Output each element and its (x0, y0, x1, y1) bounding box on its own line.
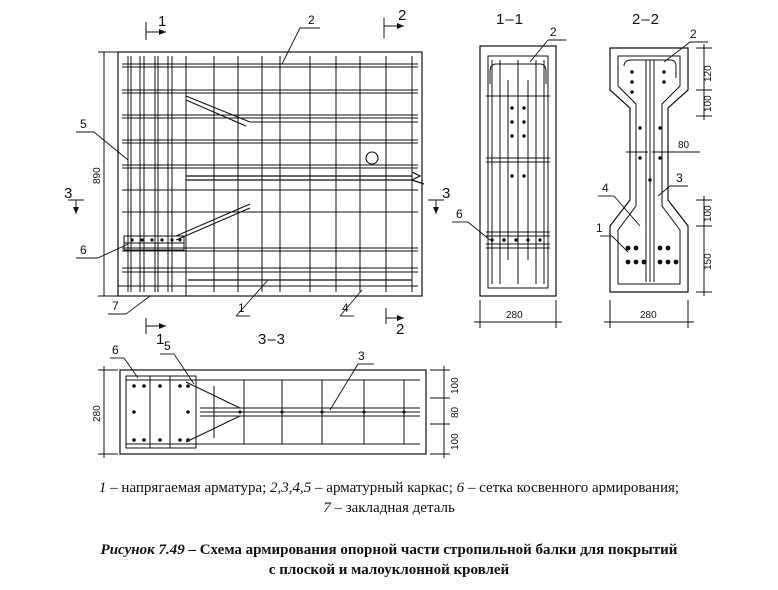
sec22-dim-80: 80 (678, 140, 690, 151)
legend-4-number: 7 (323, 500, 331, 516)
legend-2-number: 2,3,4,5 (270, 480, 312, 496)
main-elevation (117, 51, 425, 297)
sec22-dim-100-bottom: 100 (703, 205, 714, 222)
legend-line-1: 1 – напрягаемая арматура; 2,3,4,5 – арма… (0, 478, 778, 498)
sec22-callout-2: 2 (690, 27, 697, 41)
main-cut-3-right-label: 3 (442, 185, 451, 202)
caption-label: Рисунок 7.49 (100, 542, 185, 558)
sec11-callout-6: 6 (456, 207, 463, 221)
main-callout-2: 2 (308, 13, 315, 27)
figure-legend: 1 – напрягаемая арматура; 2,3,4,5 – арма… (0, 478, 778, 518)
embedded-plate (117, 285, 187, 297)
sec33-dim-280: 280 (92, 405, 103, 422)
sec33-callout-leaders (110, 353, 374, 411)
sec22-callout-4: 4 (602, 181, 609, 195)
main-callout-leaders (76, 27, 363, 317)
section-1-1 (479, 45, 557, 297)
legend-1-text: – напрягаемая арматура; (106, 480, 271, 496)
main-height-value: 890 (92, 167, 103, 184)
main-callout-5: 5 (80, 117, 87, 131)
sec11-frame (487, 55, 549, 289)
sec22-callout-1: 1 (596, 221, 603, 235)
sec11-callout-2: 2 (550, 25, 557, 39)
main-callout-4: 4 (342, 301, 349, 315)
main-cut-2-top-label: 2 (398, 7, 407, 24)
sec22-dimensions (604, 44, 712, 328)
sec22-dim-150: 150 (703, 253, 714, 270)
indirect-mesh (123, 235, 185, 251)
reinforcement-drawing: 1 2 1 2 3 3 890 2 5 6 7 1 4 1–1 (64, 7, 714, 458)
sec33-dots (132, 384, 406, 442)
caption-text-1: – Схема армирования опорной части стропи… (184, 542, 678, 558)
sec22-dots (625, 70, 679, 265)
main-cut-2-bottom-label: 2 (396, 321, 405, 338)
sec33-dim-80: 80 (450, 406, 461, 418)
embedded-hole (365, 151, 379, 165)
caption-line-2: с плоской и малоуклонной кровлей (268, 562, 510, 578)
sec22-callout-3: 3 (676, 171, 683, 185)
legend-3-number: 6 (456, 480, 465, 496)
sec22-dim-100-top: 100 (703, 95, 714, 112)
vertical-bars (127, 56, 413, 292)
sec11-width-dimension (474, 300, 562, 328)
legend-2-text: – арматурный каркас; (311, 480, 457, 496)
sec11-dots (490, 106, 542, 242)
legend-4-text: – закладная деталь (330, 500, 455, 516)
sloped-bars (175, 95, 418, 241)
main-cut-markers (68, 18, 444, 334)
main-callout-7: 7 (112, 299, 119, 313)
legend-3-text: – сетка косвенного армирования; (464, 480, 680, 496)
main-cut-1-top-label: 1 (158, 13, 167, 30)
section-2-2 (609, 47, 689, 293)
beam-end-outline (117, 51, 423, 297)
figure-caption: Рисунок 7.49 – Схема армирования опорной… (0, 540, 778, 580)
main-callout-1: 1 (238, 301, 245, 315)
sec22-callout-leaders (598, 41, 708, 253)
sec33-callout-6: 6 (112, 343, 119, 357)
main-callout-6: 6 (80, 243, 87, 257)
legend-line-2: 7 – закладная деталь (0, 498, 778, 518)
sec22-i-profile (609, 47, 689, 293)
sec33-dim-100-bottom: 100 (450, 433, 461, 450)
horizontal-bars (122, 63, 418, 287)
section-2-2-title: 2–2 (632, 11, 660, 28)
mesh-dots (130, 238, 182, 242)
sec33-callout-5: 5 (164, 339, 171, 353)
main-cut-3-left-label: 3 (64, 185, 73, 202)
section-1-1-title: 1–1 (496, 11, 524, 28)
sec11-callout-leaders (452, 39, 566, 241)
sec33-dim-100-top: 100 (450, 377, 461, 394)
main-cut-1-bottom-label: 1 (156, 331, 165, 348)
section-3-3 (119, 369, 427, 455)
sec22-width-value: 280 (640, 310, 657, 321)
prestressed-strand (186, 171, 425, 185)
caption-line-1: Рисунок 7.49 – Схема армирования опорной… (0, 540, 778, 560)
legend-1-number: 1 (98, 480, 107, 496)
sec22-dim-120: 120 (703, 65, 714, 82)
sec33-dimensions (98, 366, 450, 458)
section-3-3-title: 3–3 (258, 331, 286, 348)
sec11-width-value: 280 (506, 310, 523, 321)
sec33-outline (119, 369, 427, 455)
sec33-callout-3: 3 (358, 349, 365, 363)
sec11-outline (479, 45, 557, 297)
